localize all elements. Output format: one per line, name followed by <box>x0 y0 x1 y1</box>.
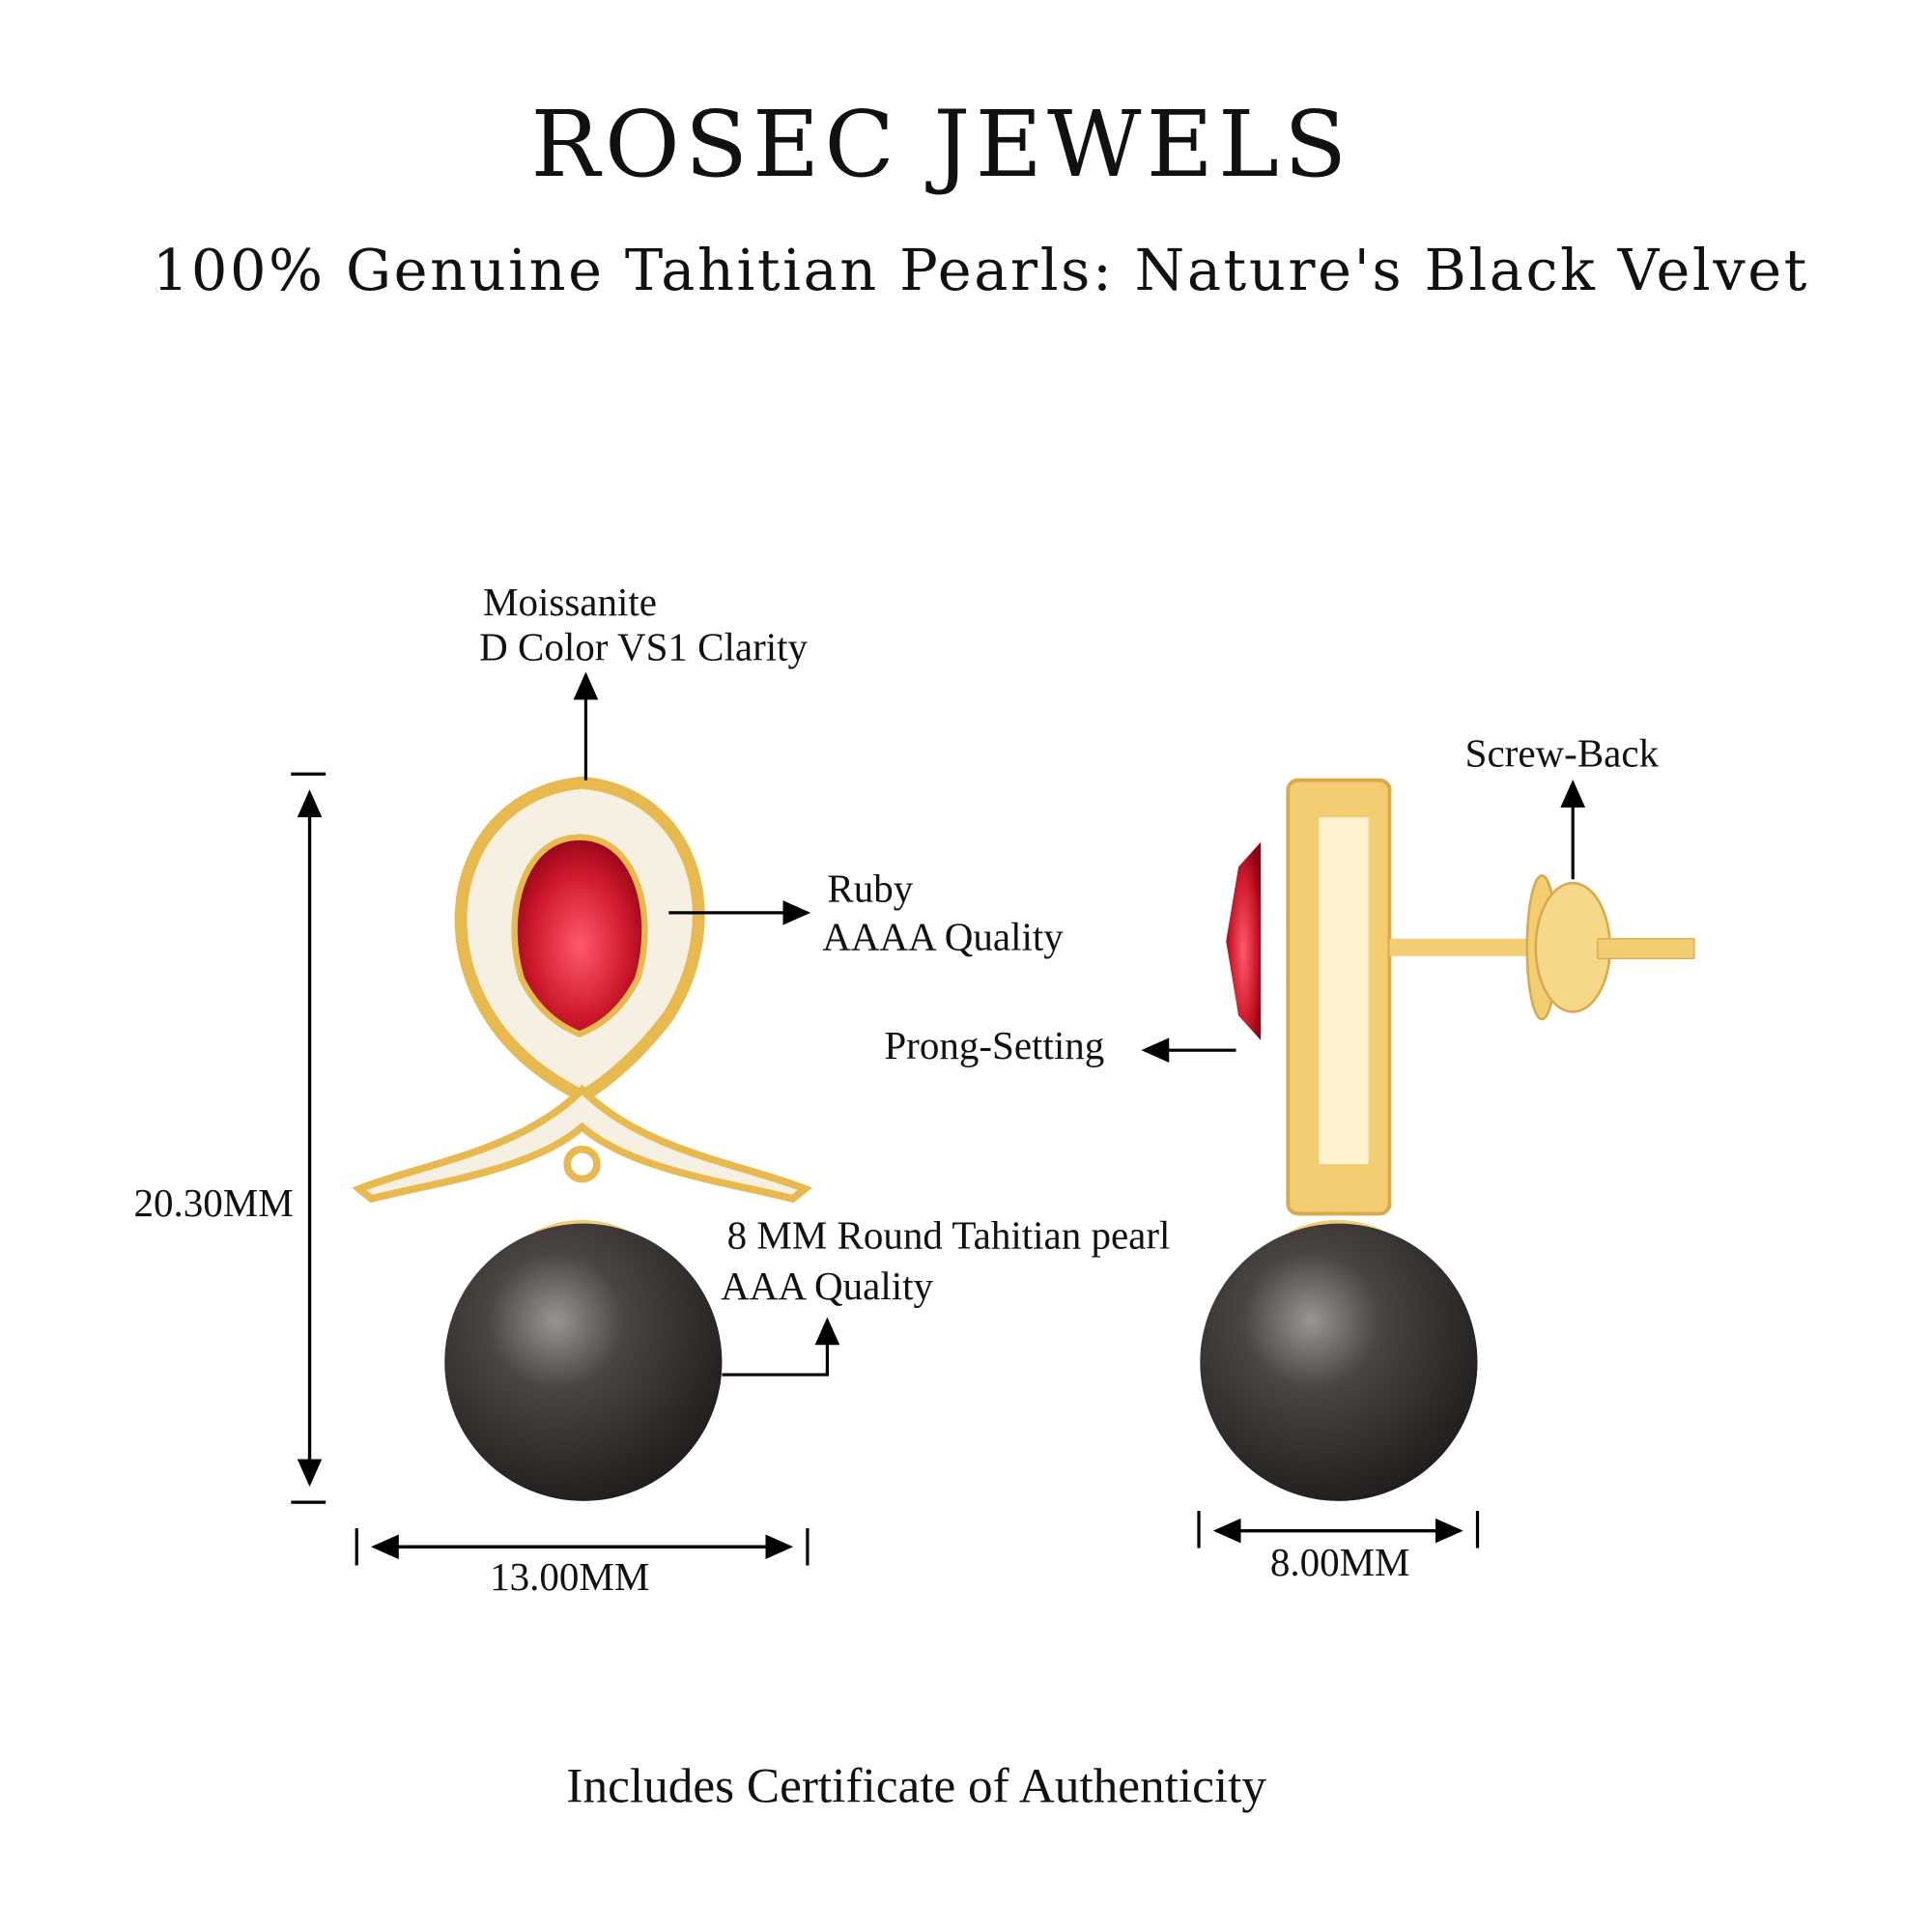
moissanite-quality-label: D Color VS1 Clarity <box>479 624 808 668</box>
certificate-note: Includes Certificate of Authenticity <box>566 1758 1266 1813</box>
screw-back-label: Screw-Back <box>1465 731 1660 776</box>
brand-title: ROSEC JEWELS <box>531 92 1352 198</box>
front-width-label: 13.00MM <box>490 1554 649 1599</box>
pearl <box>444 1223 723 1501</box>
side-width-dimension <box>1197 1511 1480 1548</box>
height-dimension <box>291 772 327 1504</box>
side-width-label: 8.00MM <box>1270 1540 1410 1584</box>
pearl-quality-label: AAA Quality <box>721 1264 933 1308</box>
subtitle: 100% Genuine Tahitian Pearls: Nature's B… <box>153 237 1809 303</box>
front-width-dimension <box>355 1528 810 1566</box>
side-earring-image <box>1200 778 1695 1501</box>
moissanite-label: Moissanite <box>483 580 657 624</box>
prong-setting-label: Prong-Setting <box>884 1023 1104 1067</box>
front-earring-image <box>352 776 812 1501</box>
height-label: 20.30MM <box>133 1180 293 1225</box>
ruby-label: Ruby <box>827 866 913 910</box>
pearl-label: 8 MM Round Tahitian pearl <box>727 1212 1171 1257</box>
pearl-leader <box>722 1317 840 1377</box>
ruby-quality-label: AAAA Quality <box>822 914 1064 958</box>
ruby-gem <box>511 834 648 1037</box>
